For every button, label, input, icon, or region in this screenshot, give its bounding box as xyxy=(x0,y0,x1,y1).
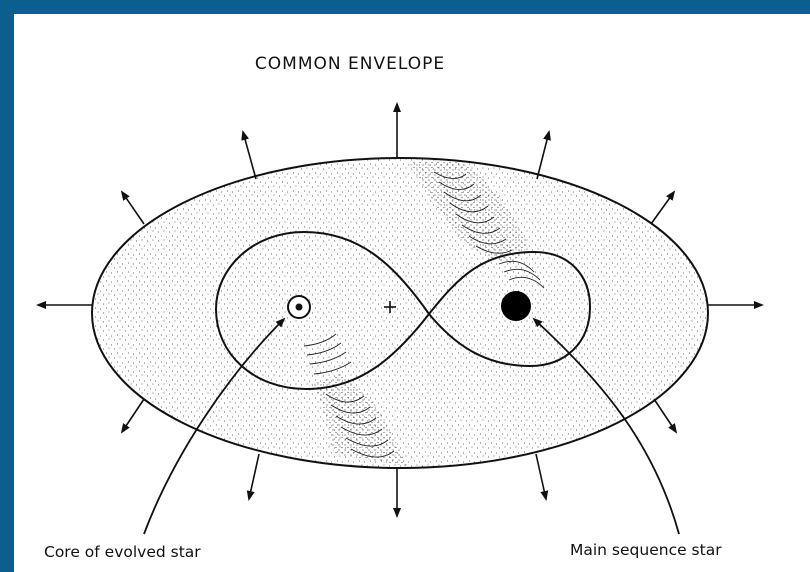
main-sequence-star xyxy=(501,291,531,321)
arrow-top-right xyxy=(537,132,549,179)
arrow-bottom-left xyxy=(249,454,259,499)
arrow-lower-left xyxy=(122,399,144,432)
common-envelope-diagram: COMMON ENVELOPE xyxy=(14,14,810,572)
core-of-evolved-star-label: Core of evolved star xyxy=(44,543,201,561)
diagram-title: COMMON ENVELOPE xyxy=(255,54,445,74)
envelope-fill xyxy=(92,158,708,468)
diagram-frame: COMMON ENVELOPE xyxy=(14,14,810,572)
arrow-bottom-right xyxy=(536,454,546,499)
evolved-star-core xyxy=(288,296,310,318)
arrow-lower-right xyxy=(654,399,676,432)
arrow-upper-right xyxy=(651,192,674,224)
main-sequence-star-label: Main sequence star xyxy=(570,541,722,559)
arrow-upper-left xyxy=(122,192,144,224)
arrow-top-left xyxy=(243,132,256,179)
